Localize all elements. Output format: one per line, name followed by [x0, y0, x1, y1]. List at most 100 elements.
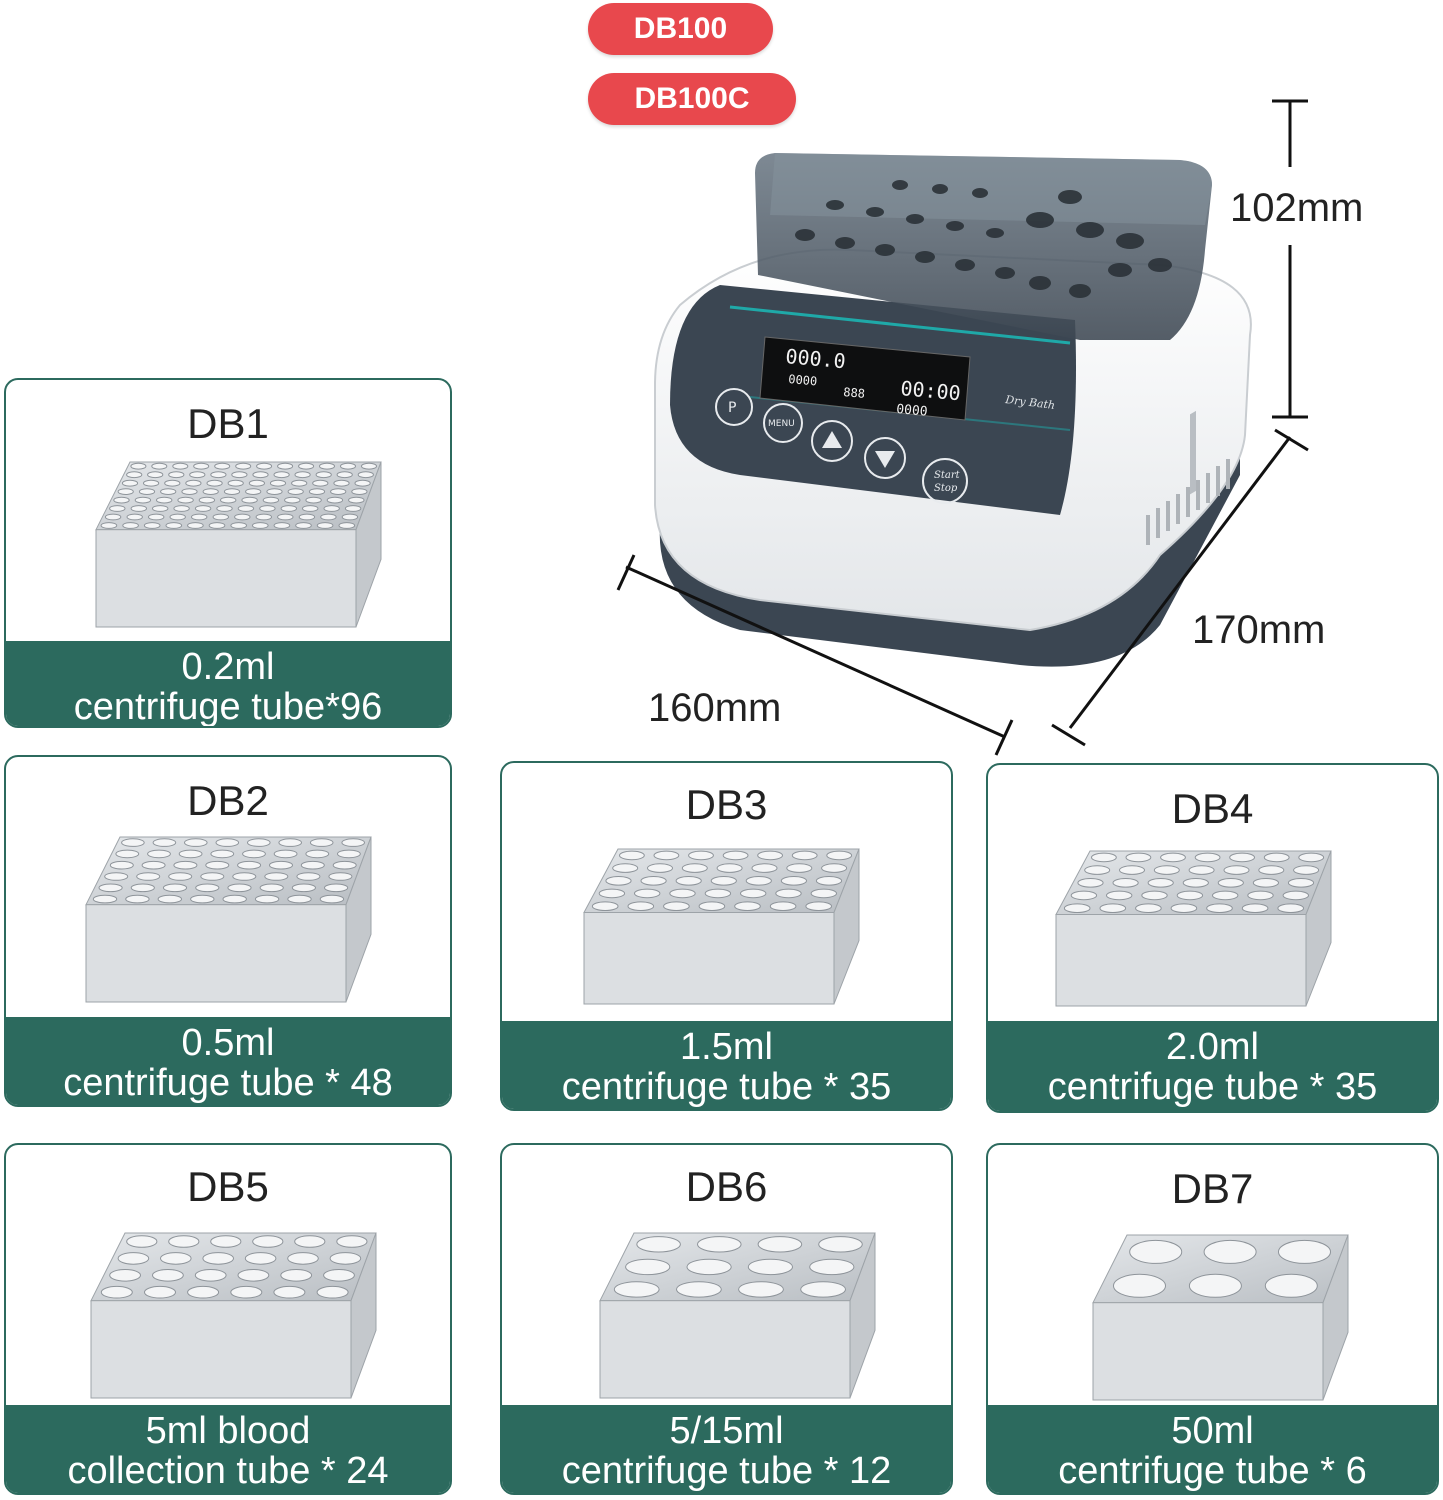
tube-hole	[740, 888, 767, 899]
tube-hole	[809, 1258, 855, 1276]
tube-hole	[330, 488, 347, 495]
tube-hole	[1135, 903, 1162, 913]
down-arrow-icon	[875, 451, 895, 468]
tube-hole	[1084, 865, 1111, 875]
tube-hole	[160, 1252, 192, 1265]
tube-hole	[100, 1285, 133, 1299]
tube-hole	[351, 488, 368, 495]
tube-hole	[164, 479, 181, 487]
tube-hole	[1264, 1273, 1318, 1298]
block-front-face	[85, 904, 347, 1003]
dry-bath-device-illustration: 000.0 0000 888 00:00 0000 Dry Bath P MEN…	[616, 99, 1309, 756]
tube-hole	[273, 522, 291, 529]
tube-hole	[220, 496, 237, 504]
tube-hole	[254, 894, 280, 904]
tube-hole	[747, 1258, 793, 1276]
block-capacity: 5ml blood	[145, 1410, 311, 1452]
tube-hole	[1070, 890, 1098, 901]
block-tube-count: centrifuge tube * 6	[1058, 1450, 1367, 1492]
tube-hole	[775, 888, 802, 899]
block-card-db5: DB5 5ml blood collection tube * 24	[4, 1143, 452, 1495]
tube-hole	[216, 505, 233, 512]
tube-hole	[320, 513, 337, 521]
tube-hole	[1258, 865, 1285, 875]
tube-hole	[168, 1235, 200, 1248]
tube-hole	[152, 1269, 184, 1282]
up-arrow-button[interactable]	[811, 420, 853, 462]
tube-hole	[1176, 890, 1204, 901]
tube-hole	[104, 872, 129, 881]
tube-hole	[193, 462, 210, 470]
p-button[interactable]	[715, 388, 753, 426]
p-button-label: P	[728, 400, 736, 416]
tube-hole	[109, 505, 126, 512]
tube-hole	[786, 863, 813, 873]
tube-hole	[757, 1236, 803, 1253]
tube-hole	[1203, 1239, 1257, 1264]
tube-hole	[612, 863, 639, 873]
tube-hole	[115, 849, 140, 859]
tube-hole	[147, 849, 171, 859]
block-card-db6: DB6 5/15ml centrifuge tube * 12	[500, 1143, 953, 1495]
block-front-face	[1092, 1302, 1324, 1401]
lcd-timer: 00:00	[900, 376, 962, 405]
tube-hole	[273, 471, 290, 479]
block-caption: 5ml blood collection tube * 24	[6, 1405, 450, 1493]
tube-hole	[157, 894, 183, 904]
block-title: DB7	[1171, 1165, 1254, 1212]
block-card-db2: DB2 0.5ml centrifuge tube * 48	[4, 755, 452, 1107]
tube-hole	[340, 462, 356, 470]
tube-hole	[165, 522, 183, 529]
tube-hole	[284, 496, 301, 504]
tube-hole	[308, 488, 326, 495]
tube-hole	[242, 849, 266, 859]
tube-hole	[245, 488, 262, 495]
block-front-face	[583, 912, 835, 1005]
tube-hole	[354, 479, 371, 487]
block-tube-count: collection tube * 24	[67, 1450, 389, 1492]
dimension-height: 102mm	[1230, 186, 1364, 230]
tube-hole	[232, 872, 257, 881]
tube-hole	[1182, 878, 1209, 888]
tube-hole	[280, 505, 298, 512]
tube-hole	[109, 1269, 141, 1282]
tube-hole	[189, 471, 206, 479]
tube-hole	[298, 462, 315, 470]
tube-hole	[336, 471, 353, 479]
tube-hole	[757, 850, 784, 861]
tube-hole	[156, 496, 173, 504]
block-front-face	[90, 1300, 352, 1399]
block-tube-count: centrifuge tube * 35	[1047, 1066, 1378, 1108]
tube-hole	[675, 876, 702, 886]
tube-hole	[653, 850, 680, 861]
tube-hole	[1105, 890, 1133, 901]
tube-hole	[326, 496, 344, 504]
tube-hole	[277, 513, 294, 521]
menu-button-label: MENU	[768, 419, 795, 429]
tube-hole	[169, 513, 186, 521]
block-tube-count: centrifuge tube * 12	[561, 1450, 892, 1492]
start-stop-button[interactable]	[922, 458, 968, 504]
tube-hole	[138, 488, 156, 495]
tube-hole	[181, 488, 198, 495]
tube-hole	[815, 876, 843, 886]
lcd-timer-set: 0000	[896, 402, 929, 420]
tube-hole	[202, 1252, 234, 1265]
menu-button[interactable]	[763, 403, 803, 443]
tube-hole	[126, 1235, 158, 1248]
tube-hole	[1077, 878, 1104, 888]
tube-hole	[173, 505, 190, 512]
tube-hole	[291, 883, 316, 893]
tube-hole	[669, 888, 696, 899]
block-title: DB3	[685, 781, 768, 828]
down-arrow-button[interactable]	[864, 437, 906, 479]
block-tube-count: centrifuge tube * 35	[561, 1066, 892, 1108]
block-image	[599, 1232, 876, 1399]
tube-hole	[1063, 903, 1091, 913]
tube-hole	[1194, 852, 1221, 863]
tube-hole	[751, 863, 778, 873]
tube-hole	[1112, 878, 1139, 888]
tube-hole	[222, 894, 247, 904]
block-image	[1055, 850, 1332, 1007]
tube-hole	[1298, 852, 1325, 863]
